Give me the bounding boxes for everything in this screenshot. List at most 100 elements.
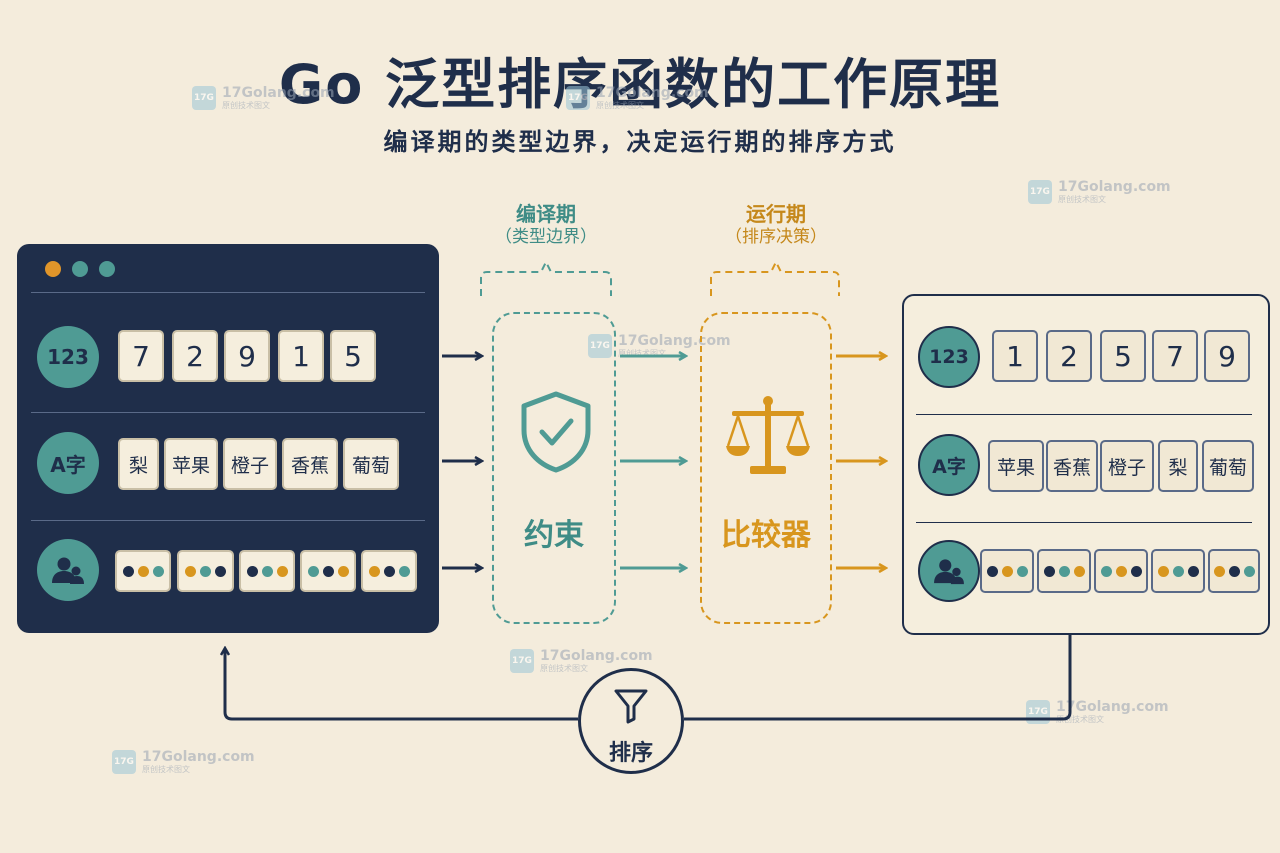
watermark-logo-icon: 17G bbox=[1028, 180, 1052, 204]
struct-tile bbox=[239, 550, 295, 592]
struct-tile bbox=[1094, 549, 1148, 593]
struct-dot bbox=[122, 565, 134, 577]
struct-dot bbox=[398, 565, 410, 577]
struct-dot bbox=[1172, 565, 1184, 577]
user-group-icon bbox=[37, 539, 99, 601]
input-tile: 香蕉 bbox=[282, 438, 338, 490]
struct-dot bbox=[986, 565, 998, 577]
struct-dot bbox=[1115, 565, 1127, 577]
output-tile: 苹果 bbox=[988, 440, 1044, 492]
struct-tile bbox=[980, 549, 1034, 593]
struct-dot bbox=[322, 565, 334, 577]
funnel-icon bbox=[614, 689, 648, 724]
number-type-icon: 123 bbox=[918, 326, 980, 388]
string-type-icon: A字 bbox=[37, 432, 99, 494]
input-tile: 7 bbox=[118, 330, 164, 382]
struct-tile bbox=[1208, 549, 1260, 593]
constraint-box: 约束 bbox=[492, 312, 616, 624]
watermark-logo-icon: 17G bbox=[192, 86, 216, 110]
loop-arrow-up-icon bbox=[225, 648, 578, 721]
struct-tile bbox=[115, 550, 171, 592]
window-dot-icon bbox=[99, 261, 115, 277]
struct-tile bbox=[300, 550, 356, 592]
struct-dots bbox=[368, 565, 410, 577]
loop-line bbox=[684, 634, 1072, 721]
divider bbox=[31, 292, 425, 293]
struct-dot bbox=[337, 565, 349, 577]
output-tile: 2 bbox=[1046, 330, 1092, 382]
output-tile: 7 bbox=[1152, 330, 1198, 382]
struct-dot bbox=[185, 565, 196, 577]
output-tile: 葡萄 bbox=[1202, 440, 1254, 492]
struct-dot bbox=[1058, 565, 1070, 577]
watermark-logo-icon: 17G bbox=[112, 750, 136, 774]
page-subtitle: 编译期的类型边界，决定运行期的排序方式 bbox=[383, 128, 897, 156]
number-type-icon: 123 bbox=[37, 326, 99, 388]
input-tile: 5 bbox=[330, 330, 376, 382]
output-tile: 梨 bbox=[1158, 440, 1198, 492]
struct-dot bbox=[152, 565, 164, 577]
balance-scale-icon bbox=[726, 396, 810, 474]
struct-dots bbox=[307, 565, 349, 577]
divider bbox=[31, 520, 425, 521]
struct-dot bbox=[1130, 565, 1142, 577]
divider bbox=[31, 412, 425, 413]
comparator-box: 比较器 bbox=[700, 312, 832, 624]
output-tile: 9 bbox=[1204, 330, 1250, 382]
divider bbox=[916, 414, 1252, 415]
user-group-icon bbox=[934, 559, 964, 585]
constraint-label: 约束 bbox=[524, 518, 584, 553]
struct-tile bbox=[1037, 549, 1091, 593]
watermark-logo-icon: 17G bbox=[566, 86, 590, 110]
struct-dot bbox=[1157, 565, 1169, 577]
user-group-icon bbox=[52, 557, 84, 584]
input-tile: 苹果 bbox=[164, 438, 218, 490]
string-type-icon: A字 bbox=[918, 434, 980, 496]
output-tile: 1 bbox=[992, 330, 1038, 382]
struct-dots bbox=[1100, 565, 1142, 577]
struct-dot bbox=[261, 565, 273, 577]
window-dot-icon bbox=[45, 261, 61, 277]
input-tile: 梨 bbox=[118, 438, 159, 490]
input-tile: 橙子 bbox=[223, 438, 277, 490]
runtime-stage-label: 运行期 （排序决策） bbox=[725, 202, 827, 247]
struct-dot bbox=[1001, 565, 1013, 577]
compile-stage-label: 编译期 （类型边界） bbox=[495, 202, 597, 247]
watermark-logo-icon: 17G bbox=[510, 649, 534, 673]
output-panel: 123 1 2 5 7 9 A字 苹果 香蕉 橙子 梨 葡萄 bbox=[902, 294, 1270, 635]
output-tile: 5 bbox=[1100, 330, 1146, 382]
struct-dot bbox=[1228, 565, 1240, 577]
sort-node: 排序 bbox=[578, 668, 684, 774]
struct-dot bbox=[1243, 565, 1255, 577]
struct-dot bbox=[1016, 565, 1028, 577]
input-tile: 9 bbox=[224, 330, 270, 382]
struct-dot bbox=[368, 565, 380, 577]
input-tile: 葡萄 bbox=[343, 438, 399, 490]
struct-dots bbox=[185, 565, 226, 577]
divider bbox=[916, 522, 1252, 523]
struct-tile bbox=[177, 550, 234, 592]
struct-tile bbox=[361, 550, 417, 592]
compile-bracket bbox=[480, 259, 612, 296]
window-dot-icon bbox=[72, 261, 88, 277]
input-tile: 2 bbox=[172, 330, 218, 382]
watermark-logo-icon: 17G bbox=[588, 334, 612, 358]
struct-dots bbox=[986, 565, 1028, 577]
struct-dot bbox=[246, 565, 258, 577]
page-title: Go 泛型排序函数的工作原理 bbox=[278, 53, 1002, 116]
user-group-icon bbox=[918, 540, 980, 602]
struct-dot bbox=[1187, 565, 1199, 577]
window-dots bbox=[45, 261, 115, 277]
comparator-label: 比较器 bbox=[721, 518, 811, 553]
struct-dot bbox=[137, 565, 149, 577]
struct-dot bbox=[1213, 565, 1225, 577]
shield-check-icon bbox=[521, 391, 591, 473]
struct-dot bbox=[1073, 565, 1085, 577]
struct-dot bbox=[307, 565, 319, 577]
